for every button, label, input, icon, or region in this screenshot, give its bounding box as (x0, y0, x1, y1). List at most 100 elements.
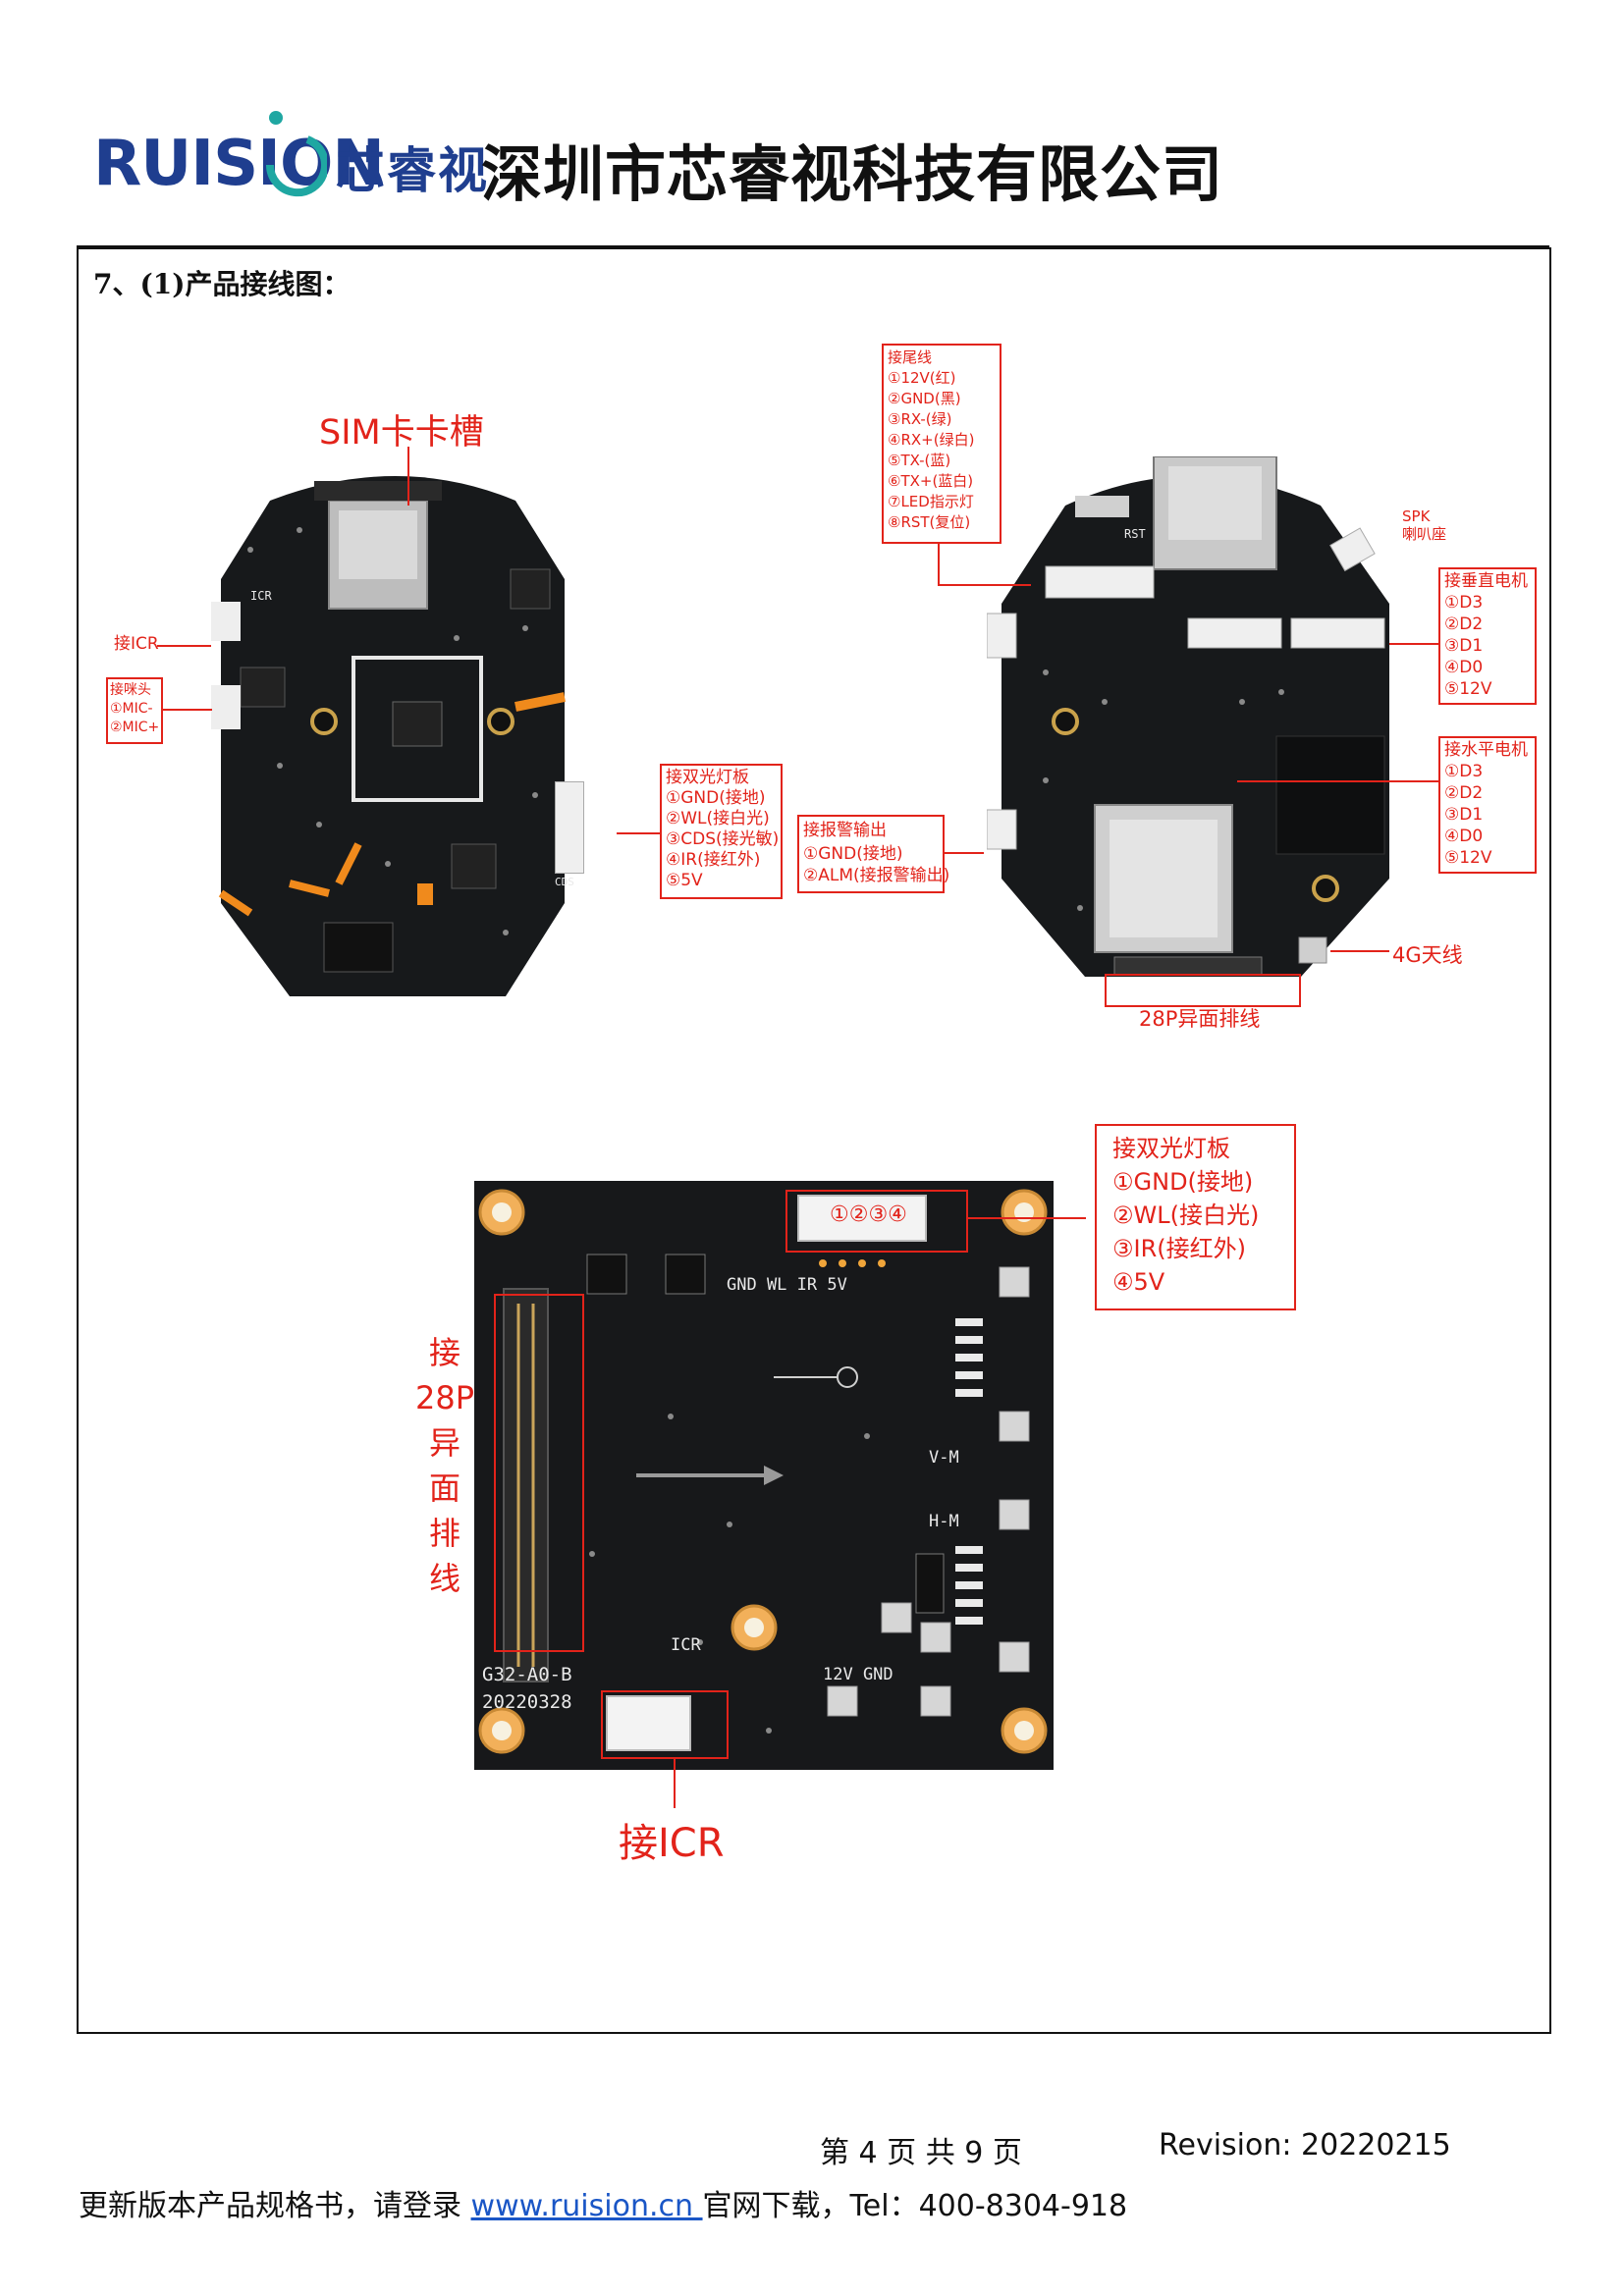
horizontal-motor-pin-4: ④D0 (1444, 827, 1484, 846)
sim-slot-label: SIM卡卡槽 (319, 413, 484, 453)
tail-pin-3: ③RX-(绿) (888, 410, 952, 428)
alarm-pin-1: ①GND(接地) (803, 844, 903, 864)
tail-pin-2: ②GND(黑) (888, 390, 961, 407)
bottom-flex-char-5: 排 (428, 1515, 460, 1552)
tail-pin-8: ⑧RST(复位) (888, 513, 971, 531)
spk-sub: 喇叭座 (1402, 525, 1447, 543)
vertical-motor-pin-3: ③D1 (1444, 636, 1484, 656)
tail-pin-7: ⑦LED指示灯 (888, 493, 974, 510)
bottom-flex-label: 接 28P 异 面 排 线 (410, 1330, 479, 1601)
horizontal-motor-leader (1237, 780, 1438, 782)
board-back-image: RST (986, 455, 1399, 991)
company-logo: RUISION (93, 106, 385, 214)
tail-label-box: 接尾线 ①12V(红) ②GND(黑) ③RX-(绿) ④RX+(绿白) ⑤TX… (882, 344, 1001, 544)
horizontal-motor-box: 接水平电机 ①D3 ②D2 ③D1 ④D0 ⑤12V (1438, 736, 1537, 874)
tail-pin-6: ⑥TX+(蓝白) (888, 472, 974, 490)
mic-title: 接咪头 (110, 682, 151, 698)
tail-pin-5: ⑤TX-(蓝) (888, 452, 951, 469)
bottom-dual-light-pin-3: ③IR(接红外) (1112, 1235, 1246, 1262)
vertical-motor-leader (1389, 643, 1438, 645)
bottom-dual-light-title: 接双光灯板 (1112, 1135, 1230, 1162)
bottom-dual-light-pin-1: ①GND(接地) (1112, 1168, 1254, 1196)
alarm-title: 接报警输出 (803, 821, 887, 840)
logo-ring-icon (265, 111, 327, 197)
back-flex-box (1105, 974, 1301, 1007)
silk-rst: RST (1124, 527, 1146, 541)
silk-hm: H-M (929, 1512, 959, 1531)
bottom-icr-label: 接ICR (619, 1821, 725, 1866)
alarm-label-box: 接报警输出 ①GND(接地) ②ALM(接报警输出) (797, 815, 949, 893)
tail-pin-4: ④RX+(绿白) (888, 431, 975, 449)
tail-leader-h (938, 584, 1031, 586)
logo-brand-cn: 芯睿视 (336, 142, 489, 199)
tail-title: 接尾线 (888, 348, 933, 366)
horizontal-motor-title: 接水平电机 (1444, 740, 1528, 760)
silk-date: 20220328 (482, 1691, 572, 1713)
horizontal-motor-pin-1: ①D3 (1444, 762, 1484, 781)
board-front-image: ICR CDS (211, 471, 584, 1001)
silk-model: G32-A0-B (482, 1664, 572, 1685)
bottom-connector-box (785, 1190, 968, 1253)
front-dual-light-pin-4: ④IR(接红外) (666, 850, 761, 870)
revision: Revision: 20220215 (1159, 2128, 1451, 2163)
bottom-flex-char-4: 面 (428, 1469, 460, 1507)
bottom-icr-leader (674, 1759, 676, 1808)
logo-brand-en: RUISION (93, 128, 385, 200)
sim-leader-line (407, 447, 409, 506)
mic-leader (163, 709, 212, 711)
back-flex-label: 28P异面排线 (1139, 1007, 1261, 1031)
front-dual-light-leader (617, 832, 660, 834)
dual-light-connector (555, 781, 584, 874)
bottom-flex-char-1: 接 (428, 1334, 460, 1371)
horizontal-motor-pin-5: ⑤12V (1444, 848, 1492, 868)
silk-pins: GND WL IR 5V (727, 1275, 847, 1295)
antenna-leader (1330, 950, 1389, 952)
section-title: 7、(1)产品接线图： (93, 268, 351, 300)
front-icr-leader (157, 645, 211, 647)
bottom-icr-box (601, 1690, 729, 1759)
website-link[interactable]: www.ruision.cn (470, 2189, 703, 2223)
tail-pin-1: ①12V(红) (888, 369, 956, 387)
alarm-leader (945, 852, 984, 854)
mic-pin-2: ②MIC+ (110, 720, 160, 735)
silk-icr: ICR (250, 589, 272, 603)
horizontal-motor-pin-2: ②D2 (1444, 783, 1484, 803)
company-name: 深圳市芯睿视科技有限公司 (481, 138, 1224, 210)
silk-power: 12V GND (823, 1665, 893, 1684)
vertical-motor-pin-5: ⑤12V (1444, 679, 1492, 699)
mic-pin-1: ①MIC- (110, 701, 153, 717)
mic-label-box: 接咪头 ①MIC- ②MIC+ (106, 677, 163, 744)
front-dual-light-box: 接双光灯板 ①GND(接地) ②WL(接白光) ③CDS(接光敏) ④IR(接红… (660, 764, 783, 899)
tail-leader-v (938, 544, 940, 585)
bottom-connector-pins: ①②③④ (830, 1202, 907, 1227)
vertical-motor-pin-1: ①D3 (1444, 593, 1484, 613)
silk-vm: V-M (929, 1448, 959, 1468)
front-dual-light-pin-3: ③CDS(接光敏) (666, 829, 780, 849)
footer-note: 更新版本产品规格书，请登录 www.ruision.cn 官网下载，Tel：40… (79, 2181, 1127, 2224)
antenna-label: 4G天线 (1392, 943, 1463, 967)
silk-cds: CDS (555, 876, 574, 888)
bottom-dual-light-pin-2: ②WL(接白光) (1112, 1201, 1260, 1229)
silk-icr-bottom: ICR (671, 1635, 701, 1655)
vertical-motor-box: 接垂直电机 ①D3 ②D2 ③D1 ④D0 ⑤12V (1438, 567, 1537, 705)
horizontal-motor-pin-3: ③D1 (1444, 805, 1484, 825)
content-frame (77, 247, 1551, 2034)
front-dual-light-pin-2: ②WL(接白光) (666, 809, 770, 828)
board-bottom-image: ①②③④ GND WL IR 5V V-M H-M ICR 12V GND G3… (474, 1181, 1054, 1770)
vertical-motor-pin-4: ④D0 (1444, 658, 1484, 677)
footer-note-after: 官网下载，Tel：400-8304-918 (702, 2189, 1128, 2223)
front-icr-label: 接ICR (114, 634, 159, 654)
spk-title: SPK (1402, 507, 1431, 525)
footer-note-before: 更新版本产品规格书，请登录 (79, 2189, 471, 2223)
bottom-dual-light-pin-4: ④5V (1112, 1268, 1165, 1296)
bottom-flex-char-3: 异 (428, 1424, 460, 1462)
vertical-motor-title: 接垂直电机 (1444, 571, 1528, 591)
front-dual-light-pin-1: ①GND(接地) (666, 788, 766, 808)
vertical-motor-pin-2: ②D2 (1444, 614, 1484, 634)
header-divider (77, 245, 1549, 248)
bottom-flex-char-6: 线 (428, 1560, 460, 1597)
spk-label: SPK 喇叭座 (1402, 507, 1446, 543)
bottom-dual-light-box: 接双光灯板 ①GND(接地) ②WL(接白光) ③IR(接红外) ④5V (1095, 1124, 1296, 1310)
page-number: 第 4 页 共 9 页 (820, 2136, 1022, 2170)
bottom-flex-char-2: 28P (414, 1379, 474, 1416)
